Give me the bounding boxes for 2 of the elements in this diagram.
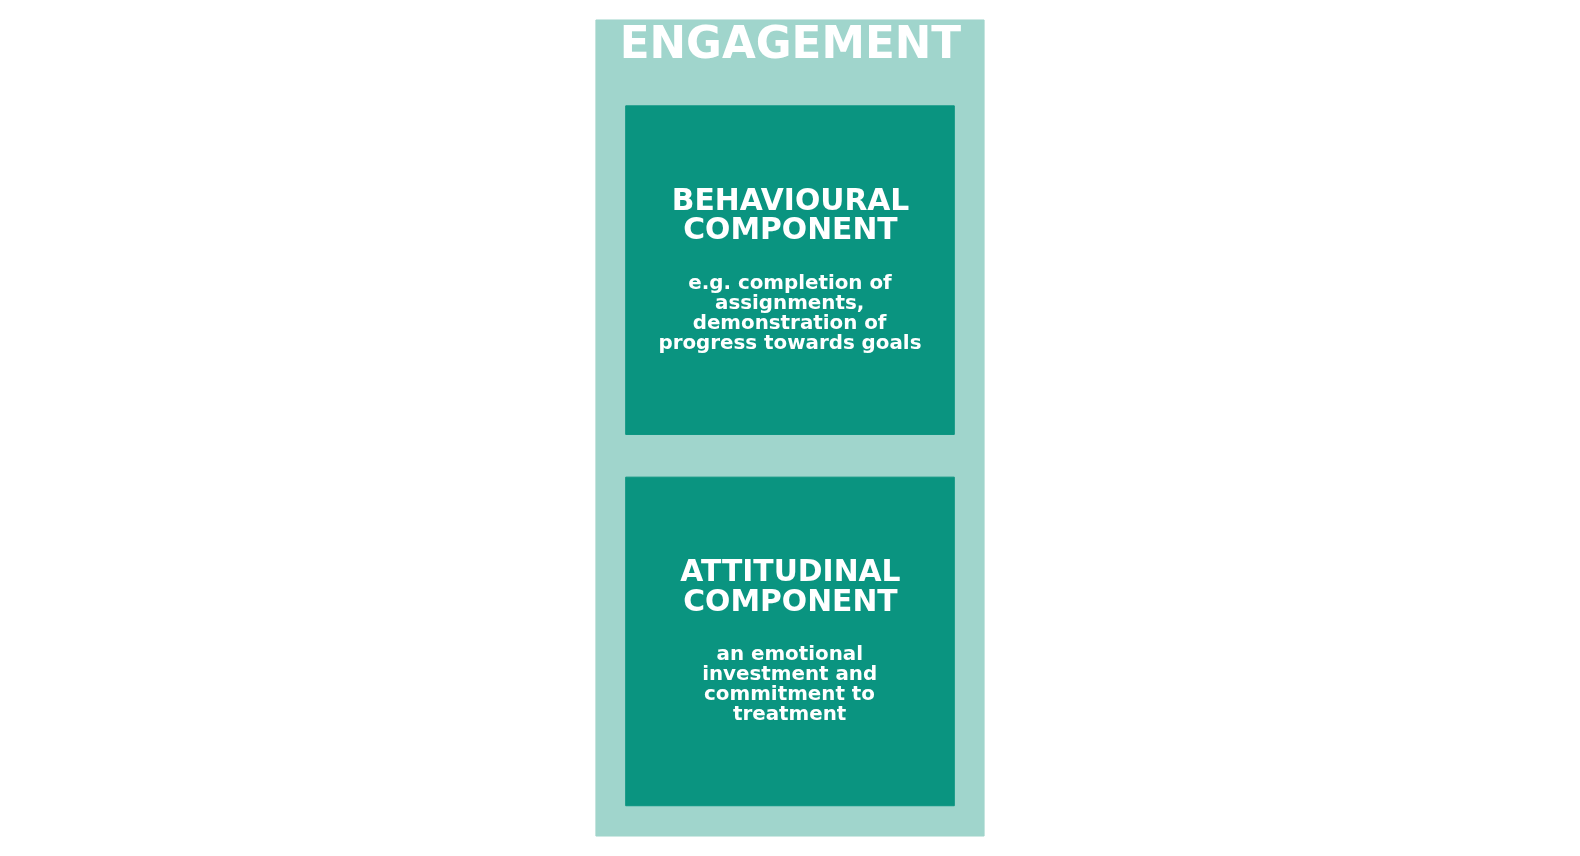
node-box: ATTITUDINAL COMPONENT an emotional investment and commitment to treatment bbox=[625, 476, 955, 807]
node-box: BEHAVIOURAL COMPONENT e.g. completion of assignments, demonstration of progress towards goals bbox=[625, 105, 955, 435]
